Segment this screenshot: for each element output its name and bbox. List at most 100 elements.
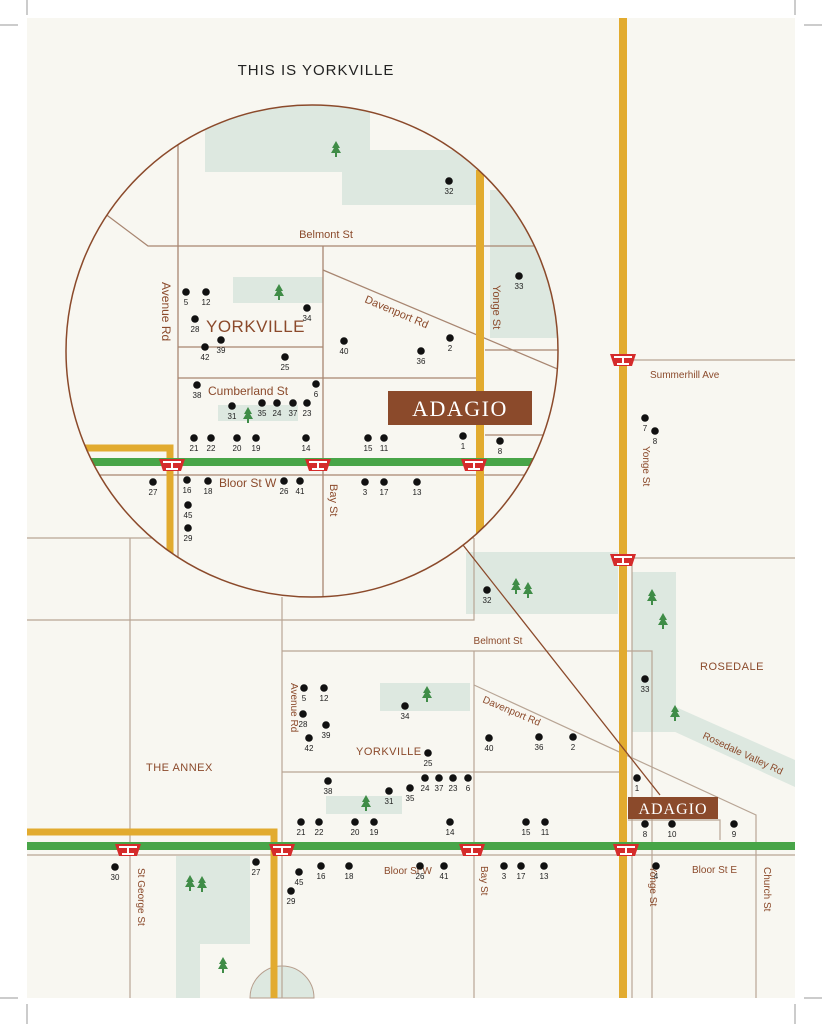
poi-number: 9 xyxy=(732,830,737,839)
location-dot-icon xyxy=(299,710,307,718)
adagio-marker xyxy=(628,797,718,819)
poi-number: 11 xyxy=(380,444,389,453)
poi-number: 23 xyxy=(303,409,312,418)
poi-number: 21 xyxy=(297,828,306,837)
ttc-subway-icon xyxy=(458,843,486,857)
location-dot-icon xyxy=(541,818,549,826)
neighbourhood-annex: THE ANNEX xyxy=(146,762,213,774)
poi-marker: 14 xyxy=(446,818,455,837)
location-dot-icon xyxy=(464,774,472,782)
poi-number: 15 xyxy=(364,444,373,453)
poi-marker: 22 xyxy=(315,818,324,837)
poi-marker: 27 xyxy=(149,478,158,497)
poi-marker: 3 xyxy=(500,862,508,881)
poi-number: 32 xyxy=(445,187,454,196)
location-dot-icon xyxy=(340,337,348,345)
poi-number: 33 xyxy=(515,282,524,291)
location-dot-icon xyxy=(446,818,454,826)
poi-number: 35 xyxy=(258,409,267,418)
poi-number: 34 xyxy=(401,712,410,721)
location-dot-icon xyxy=(305,734,313,742)
poi-marker: 21 xyxy=(190,434,199,453)
poi-number: 15 xyxy=(522,828,531,837)
poi-number: 2 xyxy=(448,344,453,353)
poi-marker: 21 xyxy=(297,818,306,837)
poi-number: 33 xyxy=(641,685,650,694)
location-dot-icon xyxy=(652,862,660,870)
poi-number: 16 xyxy=(183,486,192,495)
street-label-bloor-w: Bloor St W xyxy=(384,866,432,877)
poi-marker: 34 xyxy=(401,702,410,721)
location-dot-icon xyxy=(641,414,649,422)
location-dot-icon xyxy=(668,820,676,828)
location-dot-icon xyxy=(182,288,190,296)
street-label-yonge-lower: Yonge St xyxy=(647,866,658,906)
ttc-subway-icon xyxy=(460,458,488,472)
street-label-bay: Bay St xyxy=(478,866,489,896)
poi-marker: 4 xyxy=(652,862,660,881)
poi-number: 5 xyxy=(184,298,189,307)
ttc-subway-icon xyxy=(609,553,637,567)
location-dot-icon xyxy=(183,476,191,484)
poi-number: 3 xyxy=(502,872,507,881)
poi-marker: 23 xyxy=(449,774,458,793)
poi-number: 13 xyxy=(540,872,549,881)
poi-marker: 26 xyxy=(416,862,425,881)
ttc-subway-icon xyxy=(158,458,186,472)
poi-marker: 37 xyxy=(289,399,298,418)
poi-marker: 15 xyxy=(364,434,373,453)
location-dot-icon xyxy=(351,818,359,826)
poi-number: 45 xyxy=(295,878,304,887)
poi-number: 31 xyxy=(228,412,237,421)
poi-marker: 16 xyxy=(183,476,192,495)
poi-marker: 31 xyxy=(228,402,237,421)
poi-marker: 27 xyxy=(252,858,261,877)
location-dot-icon xyxy=(280,477,288,485)
neighbourhood-rosedale: ROSEDALE xyxy=(700,661,764,673)
poi-number: 24 xyxy=(421,784,430,793)
poi-marker: 26 xyxy=(280,477,289,496)
poi-marker: 3 xyxy=(361,478,369,497)
location-dot-icon xyxy=(184,524,192,532)
location-dot-icon xyxy=(201,343,209,351)
location-dot-icon xyxy=(204,477,212,485)
poi-marker: 8 xyxy=(651,427,659,446)
poi-marker: 25 xyxy=(424,749,433,768)
location-dot-icon xyxy=(111,863,119,871)
inset-street-bloor-w: Bloor St W xyxy=(219,476,277,490)
location-dot-icon xyxy=(345,862,353,870)
street-label-summerhill: Summerhill Ave xyxy=(650,370,720,381)
location-dot-icon xyxy=(361,478,369,486)
poi-number: 32 xyxy=(483,596,492,605)
location-dot-icon xyxy=(190,434,198,442)
street-label-bloor-e: Bloor St E xyxy=(692,865,737,876)
location-dot-icon xyxy=(380,478,388,486)
poi-number: 19 xyxy=(252,444,261,453)
poi-marker: 29 xyxy=(184,524,193,543)
inset-street-cumberland: Cumberland St xyxy=(208,384,289,398)
poi-marker: 2 xyxy=(569,733,577,752)
poi-number: 6 xyxy=(466,784,471,793)
poi-marker: 32 xyxy=(483,586,492,605)
location-dot-icon xyxy=(421,774,429,782)
inset-border xyxy=(65,104,559,598)
poi-marker: 10 xyxy=(668,820,677,839)
poi-number: 40 xyxy=(485,744,494,753)
location-dot-icon xyxy=(483,586,491,594)
poi-number: 25 xyxy=(424,759,433,768)
poi-number: 31 xyxy=(385,797,394,806)
poi-number: 29 xyxy=(287,897,296,906)
poi-marker: 11 xyxy=(380,434,389,453)
poi-number: 8 xyxy=(643,830,648,839)
location-dot-icon xyxy=(522,818,530,826)
poi-number: 30 xyxy=(111,873,120,882)
park xyxy=(205,105,478,205)
poi-marker: 24 xyxy=(273,399,282,418)
poi-marker: 40 xyxy=(485,734,494,753)
location-dot-icon xyxy=(417,347,425,355)
inset-street-bay: Bay St xyxy=(327,484,339,516)
poi-marker: 37 xyxy=(435,774,444,793)
